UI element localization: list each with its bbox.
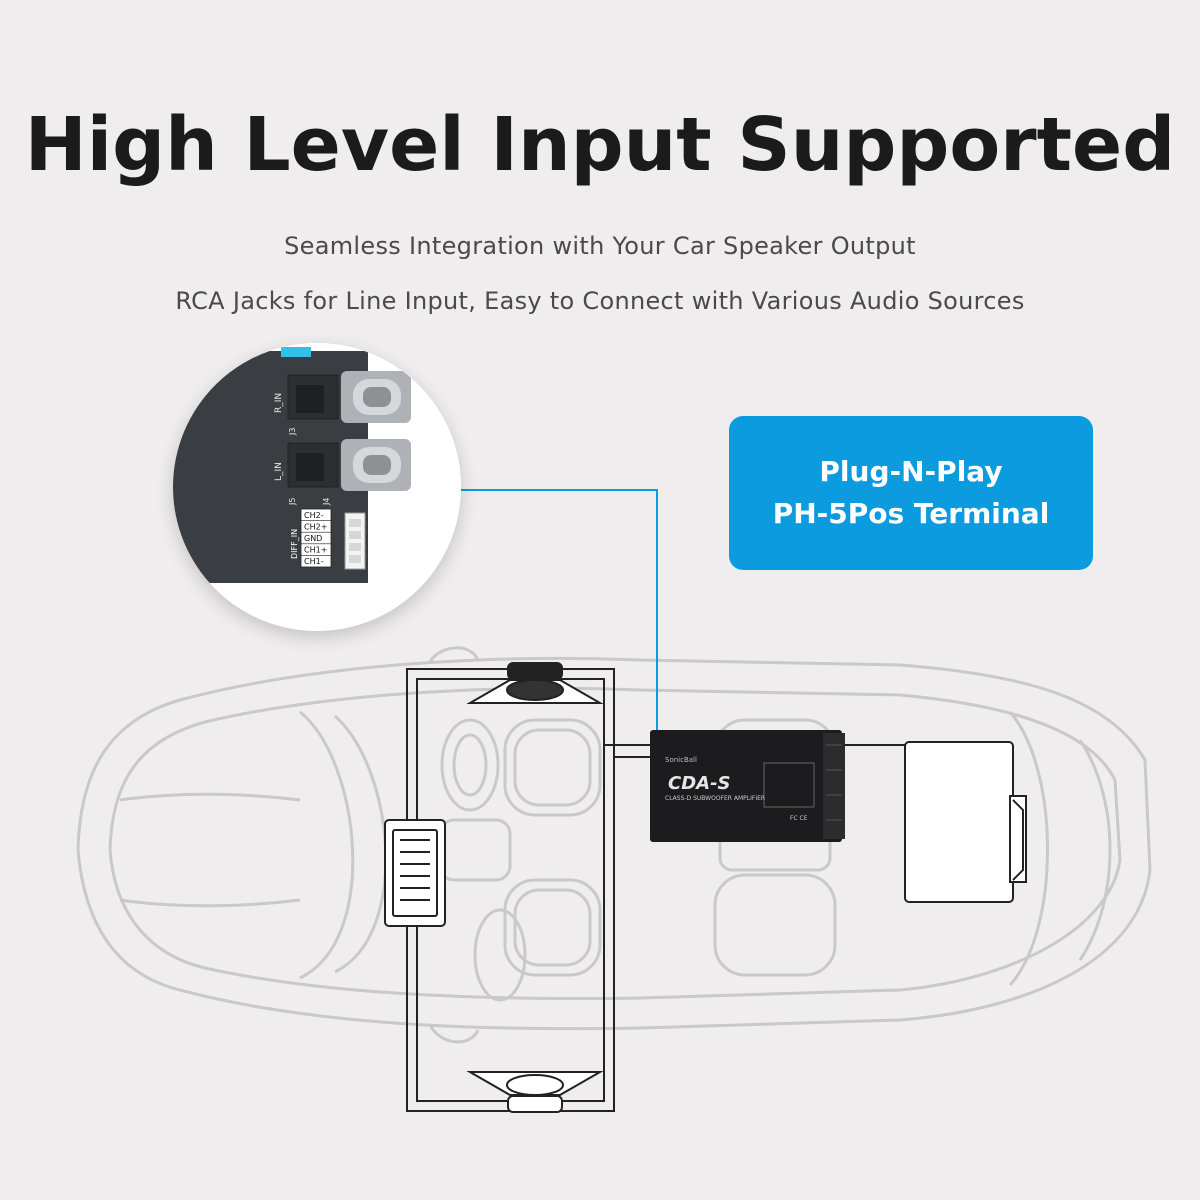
amplifier-icon: SonicBall CDA-S CLASS-D SUBWOOFER AMPLIF…	[650, 730, 845, 842]
speaker-icon	[466, 662, 604, 704]
connector-detail: R_IN J3 L_IN J5 J4 CH2- CH2+ GND CH1+ CH…	[173, 343, 461, 631]
amp-model: CDA-S	[668, 773, 731, 794]
subwoofer-box-icon	[904, 741, 1027, 903]
subtitle-line-2: RCA Jacks for Line Input, Easy to Connec…	[175, 287, 1025, 315]
callout-leader-line	[445, 489, 658, 740]
pin-ch1-plus: CH1+	[304, 546, 327, 555]
l-in-label: L_IN	[274, 462, 284, 481]
diff-in-label: DIFF_IN	[290, 529, 299, 559]
amp-subtitle: CLASS-D SUBWOOFER AMPLIFIER	[665, 795, 765, 802]
headline: High Level Input Supported	[24, 102, 1176, 188]
amp-cert-marks: FC CE	[790, 815, 808, 822]
j3-label: J3	[288, 428, 297, 436]
j4-label: J4	[322, 498, 331, 506]
head-unit-icon	[384, 819, 446, 927]
r-in-label: R_IN	[274, 393, 284, 413]
pin-ch1-minus: CH1-	[304, 557, 324, 566]
speaker-icon	[466, 1071, 604, 1113]
subtitle-line-1: Seamless Integration with Your Car Speak…	[284, 232, 916, 260]
connector-zoom-circle: R_IN J3 L_IN J5 J4 CH2- CH2+ GND CH1+ CH…	[173, 343, 461, 631]
amp-brand: SonicBall	[665, 756, 697, 764]
rca-jack-icon	[287, 439, 411, 491]
callout-line-2: PH-5Pos Terminal	[772, 497, 1050, 530]
rca-jack-icon	[287, 371, 411, 423]
pin-gnd: GND	[304, 534, 322, 543]
plug-n-play-callout: Plug-N-Play PH-5Pos Terminal	[729, 416, 1093, 570]
callout-line-1: Plug-N-Play	[819, 455, 1003, 488]
pin-ch2-minus: CH2-	[304, 511, 324, 520]
j5-label: J5	[288, 498, 297, 506]
pin-ch2-plus: CH2+	[304, 523, 327, 532]
